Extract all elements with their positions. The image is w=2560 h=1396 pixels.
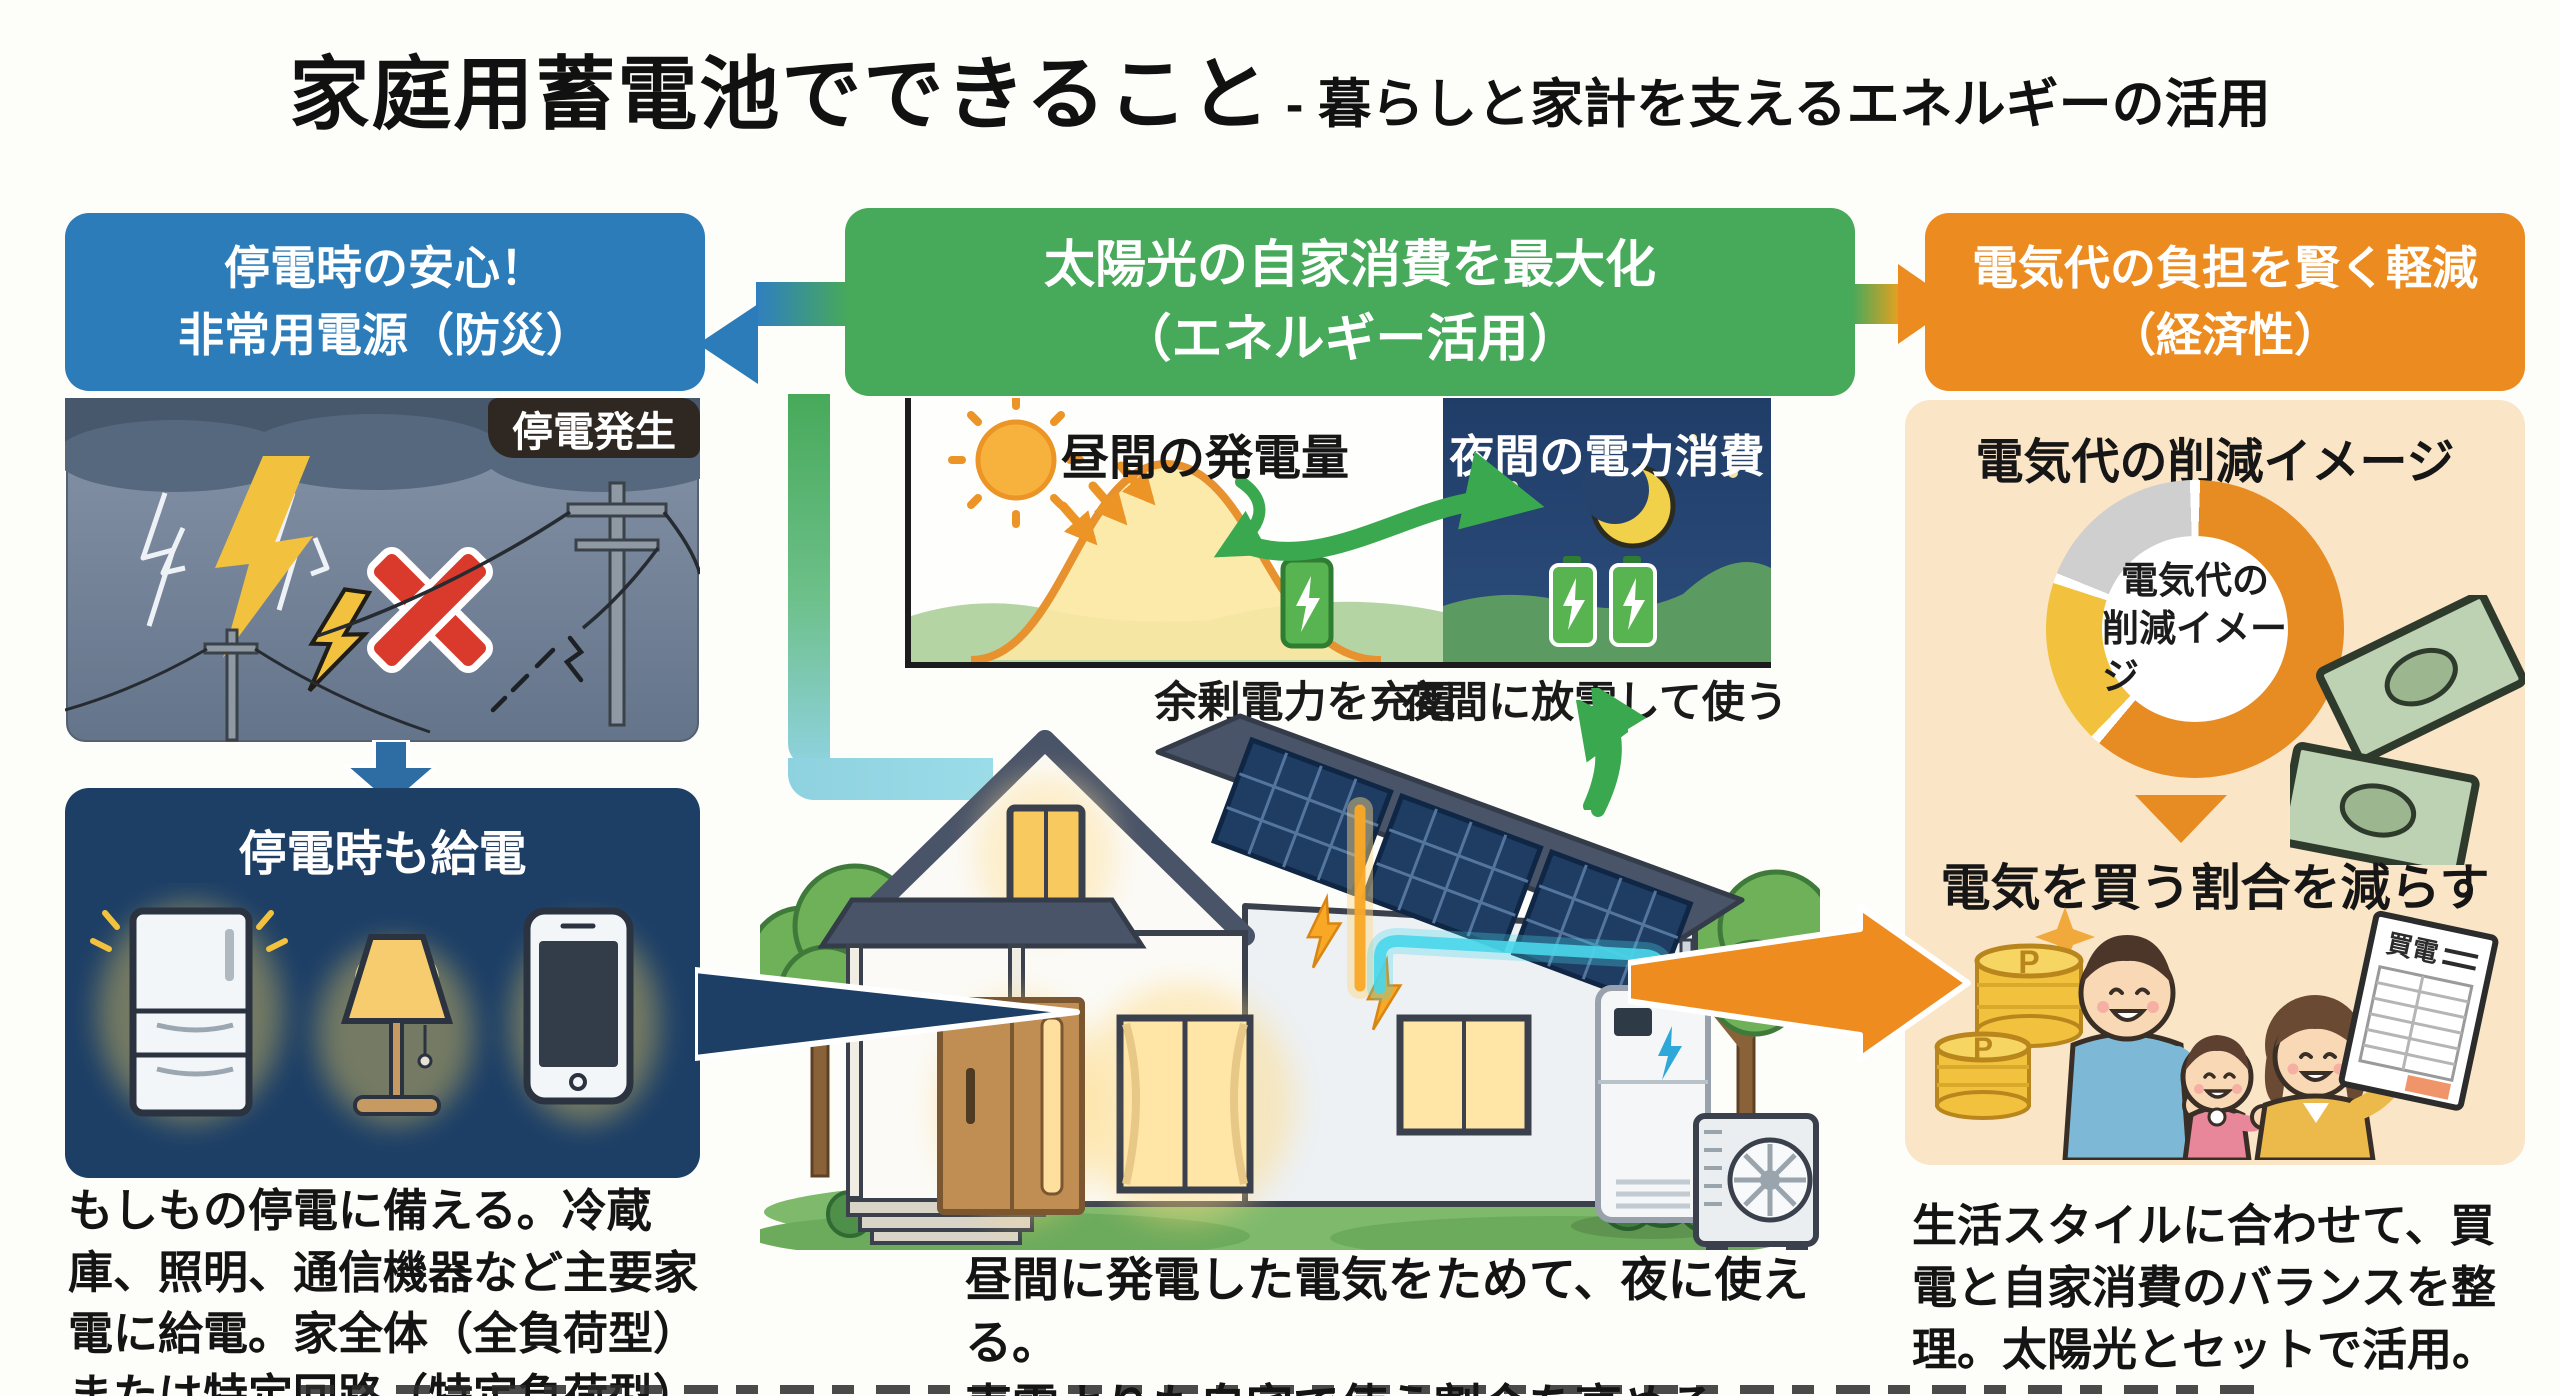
header-center-line2: （エネルギー活用） — [1120, 310, 1580, 367]
storm-badge-label: 停電発生 — [512, 409, 676, 455]
battery-day-icon — [1280, 550, 1334, 649]
outage-x-icon — [367, 547, 493, 673]
header-center-line1: 太陽光の自家消費を最大化 — [1043, 236, 1656, 294]
header-right-line2: （経済性） — [2110, 309, 2340, 361]
night-zone-art — [1443, 434, 1771, 662]
family-illustration: P P — [1934, 907, 2499, 1160]
sun-icon — [948, 398, 1084, 528]
moon-icon — [1581, 456, 1676, 549]
energy-bolt-icon — [1305, 893, 1343, 969]
svg-text:P: P — [1973, 1032, 1993, 1065]
title-main: 家庭用蓄電池でできること — [289, 50, 1272, 139]
smartphone-icon — [523, 907, 634, 1105]
small-lightning-icon — [307, 587, 373, 693]
battery-night-icon — [1549, 556, 1597, 647]
header-box-cost-reduction: 電気代の負担を賢く軽減 （経済性） — [1925, 213, 2525, 391]
flow-arrow-right-shaft — [1852, 284, 1900, 324]
energy-pipe-vertical — [788, 394, 830, 766]
utility-pole-right-icon — [316, 481, 700, 727]
backup-appliances — [90, 903, 659, 1125]
page-title: 家庭用蓄電池でできること- 暮らしと家計を支えるエネルギーの活用 — [0, 30, 2560, 146]
title-subtitle: - 暮らしと家計を支えるエネルギーの活用 — [1285, 75, 2271, 134]
cost-reduction-panel: 電気代の削減イメージ 電気代の 削減イメージ 電気を買う割合を減らす — [1905, 400, 2525, 1165]
savings-pointer-arrow — [1628, 904, 1971, 1062]
electric-bill-icon: 買電 — [2338, 910, 2499, 1111]
charge-arrow-icon — [1213, 476, 1271, 558]
header-right-line1: 電気代の負担を賢く軽減 — [1972, 242, 2478, 295]
night-hills — [1443, 561, 1771, 662]
backup-pointer-arrow — [695, 967, 1080, 1061]
donut-center-label: 電気代の 削減イメージ — [2102, 536, 2288, 722]
home-battery-unit — [1571, 985, 1735, 1239]
roof-discharge-arrow-icon — [1590, 688, 1647, 817]
front-window-icon — [1075, 983, 1295, 1223]
flow-arrow-right-icon — [1898, 264, 1956, 344]
door-icon — [935, 993, 1105, 1223]
sunlight-arrows-icon — [1058, 461, 1156, 546]
down-arrow-icon — [345, 740, 437, 806]
porch-roof — [817, 897, 1147, 949]
charge-label: 余剰電力を充電 — [1154, 679, 1456, 727]
big-lightning-icon — [215, 456, 313, 658]
side-window-icon — [1396, 1014, 1532, 1136]
header-left-line1: 停電時の安心！ — [224, 242, 546, 295]
house-illustration — [760, 688, 1820, 1250]
cost-reduction-title: 電気代の削減イメージ — [1975, 436, 2455, 489]
sparkle-icon — [2035, 907, 2095, 967]
svg-text:P: P — [2018, 944, 2039, 980]
storm-badge: 停電発生 — [488, 398, 700, 458]
battery-bolt-icon — [1658, 1026, 1682, 1080]
refrigerator-icon — [90, 907, 288, 1117]
center-caption-line2: 売電よりも自宅で使う割合を高める。 — [965, 1375, 1865, 1396]
cropped-text-artifact — [300, 1385, 2262, 1394]
center-caption: 昼間に発電した電気をためて、夜に使える。 売電よりも自宅で使う割合を高める。 — [965, 1248, 1865, 1396]
lamp-icon — [340, 934, 454, 1116]
gable-window-icon — [976, 776, 1116, 936]
battery-screen — [1614, 1008, 1652, 1036]
header-box-self-consumption: 太陽光の自家消費を最大化 （エネルギー活用） — [845, 208, 1855, 396]
center-caption-line1: 昼間に発電した電気をためて、夜に使える。 — [965, 1253, 1809, 1370]
header-left-line2: 非常用電源（防災） — [178, 309, 592, 361]
utility-pole-left-icon — [65, 628, 431, 742]
day-to-night-arrow-icon — [1241, 451, 1545, 561]
donut-down-arrow-icon — [2135, 795, 2227, 843]
flow-arrow-left-shaft — [756, 282, 848, 326]
left-caption: もしもの停電に備える。冷蔵庫、照明、通信機器など主要家電に給電。家全体（全負荷型… — [68, 1185, 699, 1396]
reduce-purchase-heading: 電気を買う割合を減らす — [1940, 860, 2490, 916]
ac-outdoor-unit-icon — [1693, 1113, 1819, 1250]
day-generation-label: 昼間の発電量 — [1061, 432, 1350, 485]
daughter-figure — [2180, 1035, 2276, 1160]
right-caption: 生活スタイルに合わせて、買電と自家消費のバランスを整理。太陽光とセットで活用。 — [1912, 1200, 2498, 1376]
header-box-backup-power: 停電時の安心！ 非常用電源（防災） — [65, 213, 705, 391]
battery-night-icon — [1609, 556, 1657, 647]
energy-bolt-icon — [1365, 955, 1403, 1031]
point-coins-icon: P P — [1934, 943, 2084, 1120]
backup-supply-card: 停電時も給電 — [65, 788, 700, 1178]
cost-donut-chart: 電気代の 削減イメージ — [2046, 480, 2344, 778]
backup-supply-title: 停電時も給電 — [238, 828, 527, 881]
money-bills-icon — [2290, 595, 2525, 865]
energy-pipe-elbow — [788, 758, 993, 800]
flow-arrow-left-icon — [698, 304, 758, 384]
day-zone-art — [911, 398, 1443, 662]
day-night-chart: 昼間の発電量 — [905, 398, 1771, 668]
broken-wire-icon — [490, 635, 585, 713]
